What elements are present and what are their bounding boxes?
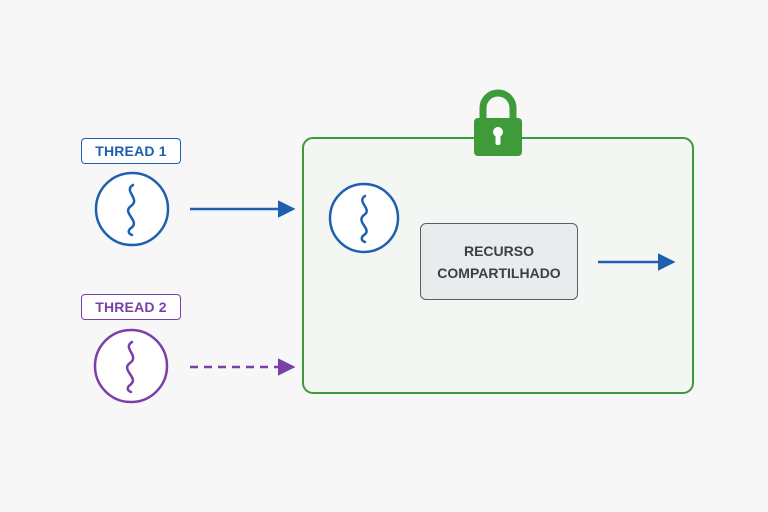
thread-2-squiggle-icon (125, 340, 135, 394)
thread-1-squiggle-icon (126, 183, 136, 237)
padlock-icon (474, 89, 522, 156)
thread-2-label: THREAD 2 (81, 294, 181, 320)
resource-label-line1: RECURSO (463, 242, 534, 259)
thread-inside-squiggle-icon (360, 194, 368, 244)
resource-label-line2: COMPARTILHADO (437, 264, 561, 281)
thread-1-inside-node (328, 182, 400, 254)
thread-1-node (94, 171, 170, 247)
thread-2-node (93, 328, 169, 404)
thread-1-label: THREAD 1 (81, 138, 181, 164)
shared-resource-box: RECURSO COMPARTILHADO (420, 223, 578, 300)
